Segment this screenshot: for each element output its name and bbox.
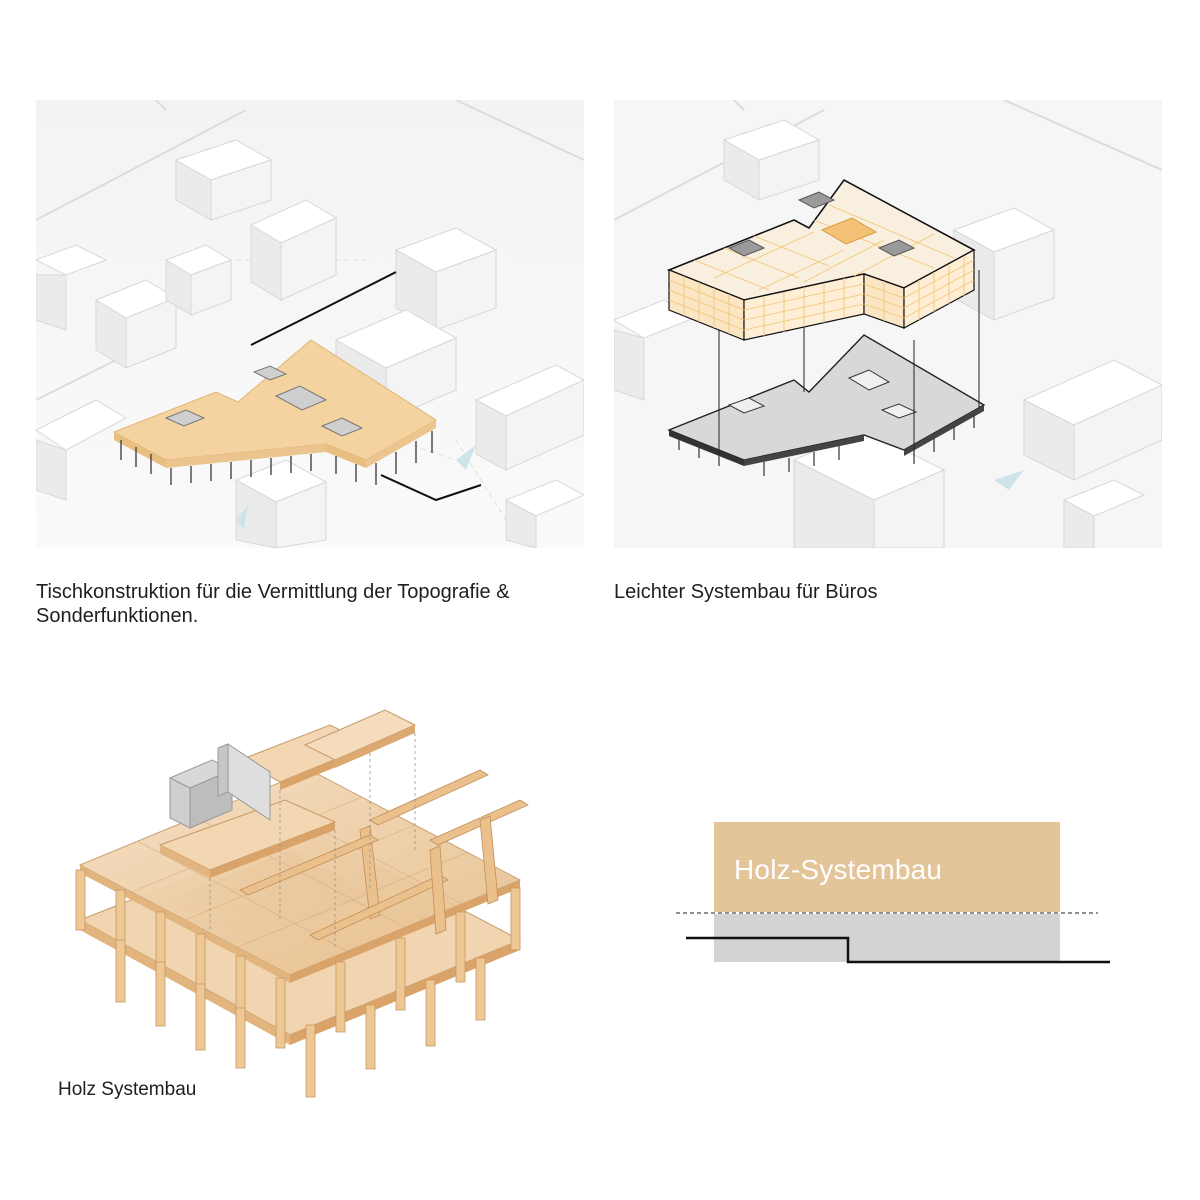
dashed-projection-lines bbox=[209, 733, 416, 950]
site-axonometric-svg bbox=[36, 100, 584, 548]
water-accents bbox=[994, 470, 1024, 490]
floating-slabs bbox=[158, 709, 417, 878]
street-lines bbox=[36, 100, 584, 401]
section-diagram: Holz-Systembau bbox=[670, 810, 1130, 980]
section-label-wood-system: Holz-Systembau bbox=[734, 854, 943, 885]
wood-columns bbox=[75, 869, 521, 1098]
terrain-profile-line bbox=[686, 936, 1110, 964]
section-svg bbox=[676, 822, 1110, 964]
table-columns bbox=[120, 431, 433, 485]
office-axonometric-svg bbox=[614, 100, 1162, 548]
table-slab bbox=[112, 339, 437, 468]
site-axonometric-table-construction bbox=[36, 100, 584, 548]
wood-system-exploded-axonometric bbox=[75, 709, 529, 1098]
context-buildings bbox=[36, 139, 584, 548]
wood-system-block bbox=[714, 822, 1060, 912]
caption-wood-system: Holz Systembau bbox=[58, 1079, 197, 1100]
office-volume bbox=[666, 178, 976, 341]
concrete-core bbox=[168, 743, 271, 829]
site-axonometric-office-system bbox=[614, 100, 1162, 548]
caption-office-system: Leichter Systembau für Büros bbox=[614, 581, 878, 603]
caption-table-construction: Tischkonstruktion für die Vermittlung de… bbox=[36, 581, 510, 627]
exploded-beams bbox=[239, 769, 529, 941]
context-buildings bbox=[614, 119, 1162, 548]
plot-boundary bbox=[250, 271, 482, 502]
ground-slab bbox=[667, 334, 986, 476]
